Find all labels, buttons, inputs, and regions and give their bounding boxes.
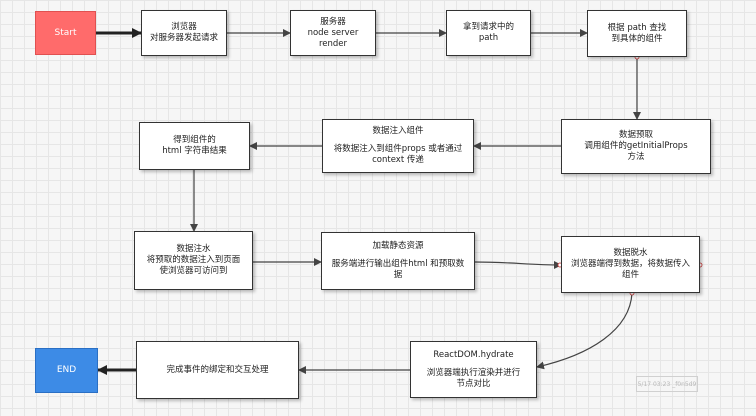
node-line: node server: [307, 27, 359, 38]
load-static-node[interactable]: 加载静态资源 服务端进行输出组件html 和预取数 据: [321, 232, 475, 290]
node-line: context 传递: [372, 155, 424, 165]
node-line: 数据注水: [176, 244, 211, 254]
node-line: 浏览器端执行渲染并进行: [426, 367, 521, 378]
browser-request-node[interactable]: 浏览器 对服务器发起请求: [141, 10, 227, 56]
hydrate-data-node[interactable]: 数据注水 将预取的数据注入到页面 使浏览器可访问到: [134, 231, 253, 290]
node-line: 完成事件的绑定和交互处理: [166, 364, 269, 375]
node-line: html 字符串结果: [162, 146, 227, 156]
start-node[interactable]: Start: [35, 11, 96, 55]
node-line: 对服务器发起请求: [149, 33, 218, 43]
node-line: 到具体的组件: [611, 33, 663, 44]
end-label: END: [56, 365, 77, 375]
node-line: 浏览器: [171, 22, 197, 32]
node-line: 将预取的数据注入到页面: [146, 255, 241, 265]
end-node[interactable]: END: [35, 348, 98, 393]
server-render-node[interactable]: 服务器 node server render: [290, 10, 376, 56]
start-label: Start: [54, 27, 77, 38]
node-line: 据: [393, 270, 403, 280]
get-path-node[interactable]: 拿到请求中的 path: [446, 10, 531, 56]
node-line: render: [318, 38, 348, 49]
node-line: 调用组件的getInitialProps: [584, 141, 688, 151]
html-string-node[interactable]: 得到组件的 html 字符串结果: [139, 122, 250, 170]
node-line: 组件: [621, 270, 639, 280]
node-line: 使浏览器可访问到: [159, 266, 228, 276]
prefetch-node[interactable]: 数据预取 调用组件的getInitialProps 方法: [561, 119, 711, 174]
node-line: 浏览器端得到数据，将数据传入: [570, 259, 690, 269]
reactdom-hydrate-node[interactable]: ReactDOM.hydrate 浏览器端执行渲染并进行 节点对比: [410, 341, 537, 398]
node-line: 将数据注入到组件props 或者通过: [333, 144, 463, 154]
node-line: 数据预取: [618, 130, 653, 140]
node-line: 节点对比: [456, 378, 491, 389]
node-line: 方法: [627, 152, 645, 162]
node-line: 根据 path 查找: [607, 22, 667, 33]
watermark-text: 5/17 03:23 _f0n5d9: [637, 380, 697, 388]
find-component-node[interactable]: 根据 path 查找 到具体的组件: [587, 10, 687, 57]
inject-data-node[interactable]: 数据注入组件 将数据注入到组件props 或者通过 context 传递: [322, 119, 474, 173]
edge-dehydrate-reactdom: [536, 292, 633, 370]
node-line: 服务器: [320, 16, 346, 27]
node-title: ReactDOM.hydrate: [433, 349, 514, 360]
node-line: 得到组件的: [173, 135, 216, 145]
watermark-stamp: 5/17 03:23 _f0n5d9: [636, 376, 698, 392]
node-title: 加载静态资源: [372, 241, 424, 251]
node-line: 数据脱水: [613, 248, 648, 258]
dehydrate-node[interactable]: 数据脱水 浏览器端得到数据，将数据传入 组件: [561, 236, 700, 293]
edge-static-dehydrate: [474, 260, 562, 269]
bind-events-node[interactable]: 完成事件的绑定和交互处理: [136, 341, 299, 399]
node-line: 拿到请求中的: [462, 22, 514, 32]
node-line: path: [478, 33, 499, 43]
node-title: 数据注入组件: [372, 126, 424, 136]
node-line: 服务端进行输出组件html 和预取数: [331, 259, 465, 269]
